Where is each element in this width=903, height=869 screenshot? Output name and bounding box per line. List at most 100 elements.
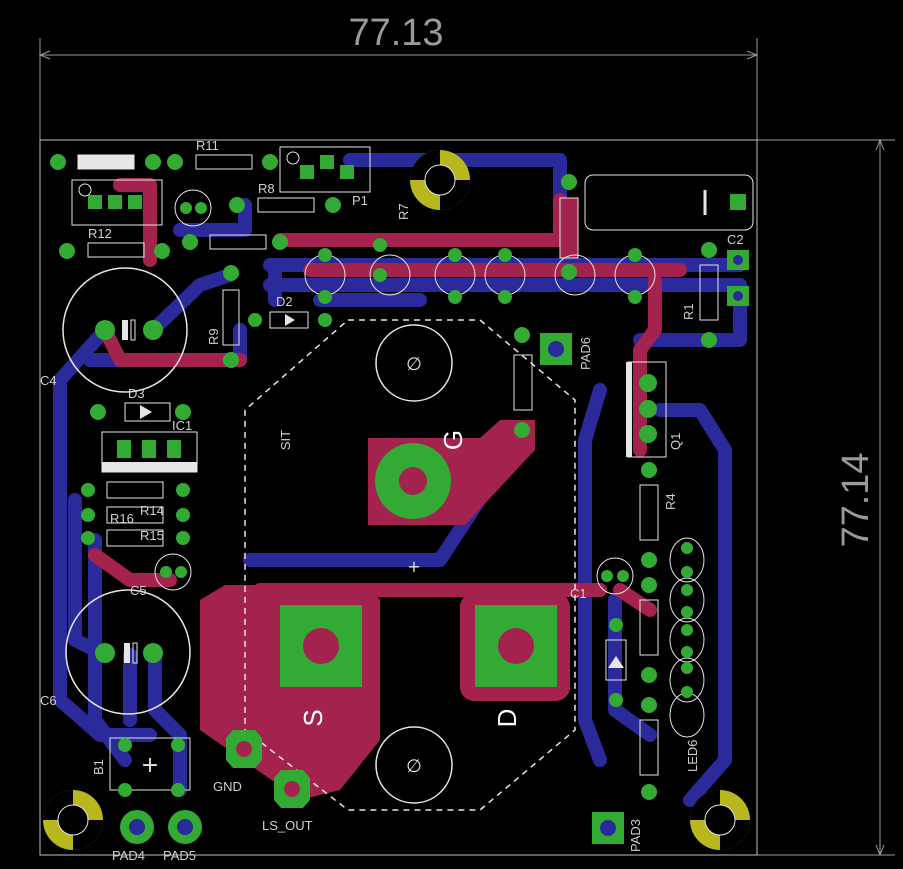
drill (600, 820, 616, 836)
mount-hole-bottom-right (690, 790, 750, 850)
c6-label: C6 (40, 693, 57, 708)
pad5-label: PAD5 (163, 848, 196, 863)
ic1-label: IC1 (172, 418, 192, 433)
q1-tab (626, 362, 632, 457)
pad6-label: PAD6 (578, 337, 593, 370)
mosfet-name: SIT (278, 430, 293, 450)
resistor-r1-footprint (699, 242, 719, 348)
r1-label: R1 (681, 303, 696, 320)
r14-label: R14 (140, 503, 164, 518)
pad (171, 738, 185, 752)
resistor-r11-footprint (167, 154, 278, 170)
pad (601, 570, 613, 582)
mount-hole-bottom-left (43, 790, 103, 850)
cap-plate (124, 643, 130, 663)
mount-hole-symbol: ∅ (406, 756, 422, 777)
pad3-label: PAD3 (628, 819, 643, 852)
capacitor-small (174, 189, 212, 227)
gate-drill (399, 467, 427, 495)
pad (180, 202, 192, 214)
ls-out-pad (274, 770, 310, 808)
pad (617, 570, 629, 582)
resistor-r9-footprint (222, 265, 240, 368)
mosfet-mount-hole-bottom (375, 726, 453, 804)
gate-label: G (438, 430, 468, 450)
drain-drill (498, 628, 534, 664)
gnd-pad (226, 730, 262, 768)
r9-label: R9 (206, 328, 221, 345)
capacitor-c1 (596, 557, 634, 595)
gnd-label: GND (213, 779, 242, 794)
c2-label: C2 (727, 232, 744, 247)
pad (95, 320, 115, 340)
width-dimension-label: 77.13 (348, 12, 443, 54)
drill (733, 255, 743, 265)
height-dimension-label: 77.14 (835, 452, 877, 547)
diode-d4-footprint (605, 618, 627, 707)
pad (143, 320, 163, 340)
pad (730, 194, 746, 210)
drain-label: D (492, 709, 522, 728)
mosfet-mount-hole-top (375, 324, 453, 402)
resistor-row-footprint (182, 234, 288, 250)
b1-label: B1 (91, 759, 106, 775)
pad (160, 566, 172, 578)
c5-label: C5 (130, 583, 147, 598)
r12-label: R12 (88, 226, 112, 241)
r15-label: R15 (140, 528, 164, 543)
diode-d2-footprint (248, 311, 332, 329)
pad (118, 738, 132, 752)
led-column-pads (681, 542, 693, 698)
drill (733, 291, 743, 301)
resistor-r6-footprint (513, 327, 533, 438)
height-dimension (757, 138, 895, 857)
d2-label: D2 (276, 294, 293, 309)
pad (195, 202, 207, 214)
resistor-stack (81, 481, 190, 547)
mount-hole-symbol: ∅ (406, 354, 422, 375)
pad (95, 643, 115, 663)
c1-label: C1 (570, 586, 587, 601)
diode-d3-footprint (90, 402, 191, 422)
resistor-r2-footprint (639, 697, 659, 800)
r4-label: R4 (663, 493, 678, 510)
potentiometer-p2-footprint (71, 179, 163, 226)
pad (639, 425, 657, 443)
cap-plate (122, 320, 128, 340)
pad4-label: PAD4 (112, 848, 145, 863)
capacitor-c5 (154, 553, 192, 591)
source-drill (303, 628, 339, 664)
r16-label: R16 (110, 511, 134, 526)
resistor-r12-footprint (50, 154, 161, 170)
d3-label: D3 (128, 386, 145, 401)
resistor-r4-footprint (639, 462, 659, 568)
pad (639, 374, 657, 392)
source-label: S (298, 709, 328, 726)
q1-label: Q1 (668, 433, 683, 450)
ls-out-label: LS_OUT (262, 818, 313, 833)
origin-cross: + (407, 557, 420, 576)
mount-hole-top (410, 150, 470, 210)
pad4 (120, 810, 154, 844)
capacitor-c4-outline (62, 267, 188, 393)
cap-plate (130, 319, 136, 341)
led-pads (318, 238, 642, 304)
board-outline (39, 139, 758, 856)
pad (143, 643, 163, 663)
drill (548, 341, 564, 357)
r8-label: R8 (258, 181, 275, 196)
pad (118, 783, 132, 797)
pad5 (168, 810, 202, 844)
resistor-r3-footprint (639, 577, 659, 683)
r7-label: R7 (396, 203, 411, 220)
r11-label: R11 (196, 138, 219, 153)
capacitor-c6-outline (65, 589, 191, 715)
ic1-footprint (101, 431, 198, 473)
pad (175, 566, 187, 578)
bridge-rectifier-b1 (109, 737, 191, 791)
width-dimension (38, 38, 759, 140)
resistor-r12b-footprint (59, 242, 170, 259)
cap-plate (132, 642, 138, 664)
